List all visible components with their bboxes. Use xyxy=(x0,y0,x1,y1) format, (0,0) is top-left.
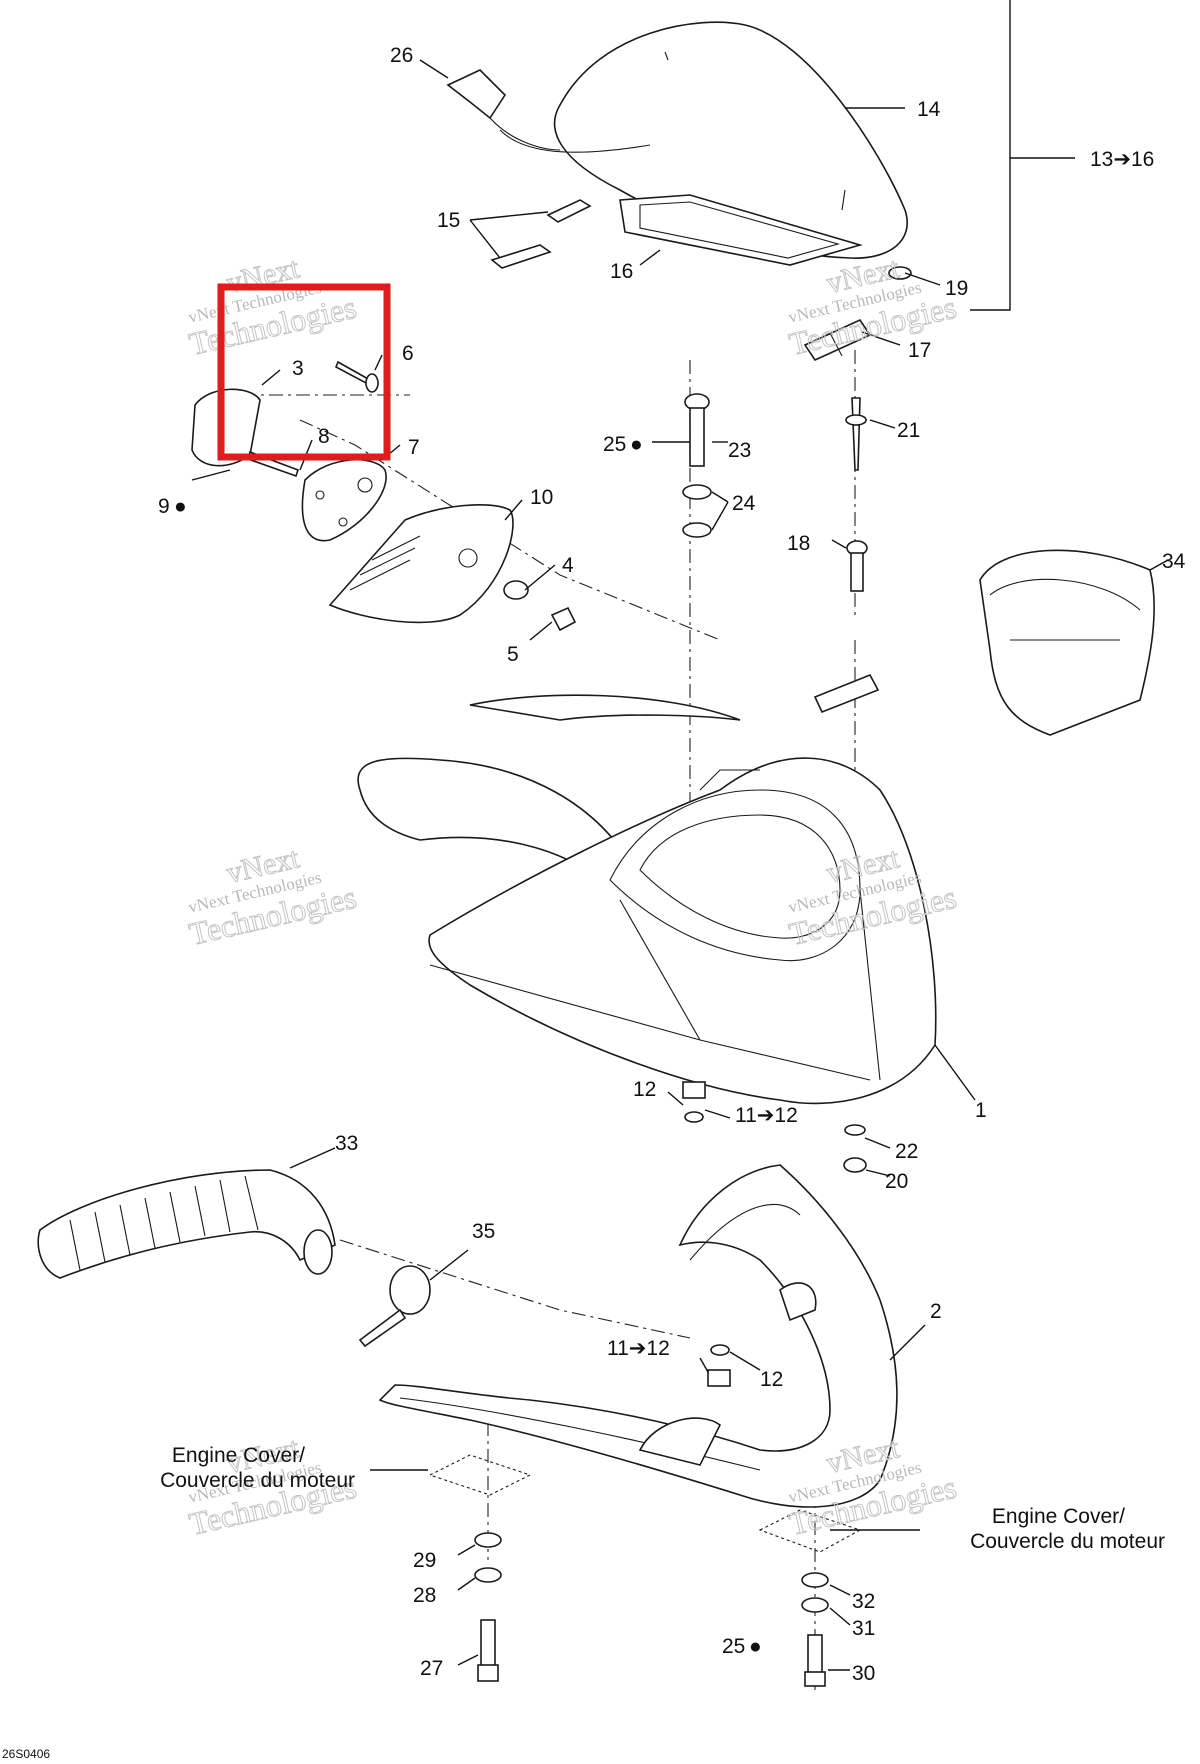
callout-11-12b: 11➔12 xyxy=(607,1337,670,1360)
rivet-part-21 xyxy=(845,397,867,471)
callout-1: 1 xyxy=(975,1099,987,1122)
callout-labels: 26 14 13➔16 15 16 19 17 3 6 8 7 9 ● 10 4… xyxy=(158,44,1186,1685)
callout-4: 4 xyxy=(562,554,574,577)
bolt-part-30 xyxy=(804,1634,826,1687)
callout-23: 23 xyxy=(728,439,751,462)
leader-lines xyxy=(191,0,1169,1671)
engine-cover-note-right: Engine Cover/ Couvercle du moteur xyxy=(970,1505,1165,1553)
callout-25a: 25 xyxy=(603,433,626,456)
lower-trim-part-2 xyxy=(378,1164,898,1508)
callout-27: 27 xyxy=(420,1657,443,1680)
callout-12a: 12 xyxy=(633,1078,656,1101)
callout-15: 15 xyxy=(437,209,460,232)
callout-6: 6 xyxy=(402,342,414,365)
vent-grille-part-10 xyxy=(328,504,514,624)
callout-28: 28 xyxy=(413,1584,436,1607)
callout-13-16: 13➔16 xyxy=(1090,148,1154,171)
callout-3: 3 xyxy=(292,357,304,380)
callout-5: 5 xyxy=(507,643,519,666)
hinge-part-lower xyxy=(813,673,880,714)
callout-12b: 12 xyxy=(760,1368,783,1391)
svg-text:Engine Cover/: Engine Cover/ xyxy=(172,1444,305,1467)
svg-text:Couvercle du moteur: Couvercle du moteur xyxy=(970,1530,1165,1553)
washer-part-29 xyxy=(474,1532,502,1548)
svg-text:Couvercle du moteur: Couvercle du moteur xyxy=(160,1469,355,1492)
gasket-part-7 xyxy=(301,459,387,542)
highlight-box xyxy=(217,283,391,461)
grommet-part-4 xyxy=(503,580,529,600)
clamp-part-35 xyxy=(358,1265,431,1348)
callout-2: 2 xyxy=(930,1300,942,1323)
callout-8: 8 xyxy=(318,425,330,448)
engine-cover-note-left: Engine Cover/ Couvercle du moteur xyxy=(160,1444,355,1492)
washer-part-28 xyxy=(474,1567,502,1583)
storage-bin-part-34 xyxy=(979,549,1155,736)
bolt-part-27 xyxy=(477,1619,499,1682)
vent-cover-part-3 xyxy=(191,388,261,467)
washer-part-19 xyxy=(888,266,912,280)
callout-9: 9 xyxy=(158,495,170,518)
hose-part-33 xyxy=(37,1169,336,1279)
rivet-part-6 xyxy=(334,360,379,393)
nut-part-12b xyxy=(710,1344,730,1356)
callout-22: 22 xyxy=(895,1140,918,1163)
drawing-code: 26S0406 xyxy=(2,1747,50,1761)
nut-part-12a xyxy=(684,1111,704,1123)
callout-29: 29 xyxy=(413,1549,436,1572)
callout-33: 33 xyxy=(335,1132,358,1155)
engine-cover-plate-right xyxy=(758,1509,862,1553)
oil-drop-icon-25a: ● xyxy=(630,433,643,456)
callout-14: 14 xyxy=(917,98,941,121)
washer-part-31 xyxy=(801,1597,829,1613)
washer-part-32 xyxy=(801,1572,829,1588)
bolt-part-23 xyxy=(684,393,710,467)
washer-part-24a xyxy=(682,484,712,500)
callout-34: 34 xyxy=(1162,550,1186,573)
nut-part-20 xyxy=(843,1157,867,1173)
pad-part-15 xyxy=(490,199,592,269)
callout-24: 24 xyxy=(732,492,756,515)
latch-part-26 xyxy=(446,69,561,151)
screw-part-18 xyxy=(846,540,868,592)
callout-17: 17 xyxy=(908,339,931,362)
callout-31: 31 xyxy=(852,1617,875,1640)
seat-frame-part-16 xyxy=(619,194,863,266)
engine-cover-plate-left xyxy=(428,1454,532,1496)
callout-18: 18 xyxy=(787,532,810,555)
callout-21: 21 xyxy=(897,419,920,442)
watermark-top-left: vNext vNext Technologies Technologies xyxy=(185,251,360,363)
nut-part-11b xyxy=(707,1369,731,1387)
callout-11-12a: 11➔12 xyxy=(735,1104,798,1127)
svg-text:Engine Cover/: Engine Cover/ xyxy=(992,1505,1125,1528)
wing-nut-part-5 xyxy=(550,606,577,632)
callout-19: 19 xyxy=(945,277,968,300)
nut-part-11a xyxy=(682,1081,706,1099)
callout-30: 30 xyxy=(852,1662,875,1685)
hood-body-part-1 xyxy=(357,694,937,1105)
callout-32: 32 xyxy=(852,1590,875,1613)
callout-7: 7 xyxy=(408,436,420,459)
oil-drop-icon: ● xyxy=(174,495,187,518)
callout-26: 26 xyxy=(390,44,413,67)
callout-25b: 25 xyxy=(722,1635,745,1658)
callout-16: 16 xyxy=(610,260,633,283)
callout-10: 10 xyxy=(530,486,553,509)
callout-20: 20 xyxy=(885,1170,908,1193)
oil-drop-icon-25b: ● xyxy=(749,1635,762,1658)
washer-part-22 xyxy=(844,1124,866,1136)
washer-part-24b xyxy=(682,522,712,538)
callout-35: 35 xyxy=(472,1220,495,1243)
watermark-mid-left: vNext vNext Technologies Technologies xyxy=(185,841,360,953)
